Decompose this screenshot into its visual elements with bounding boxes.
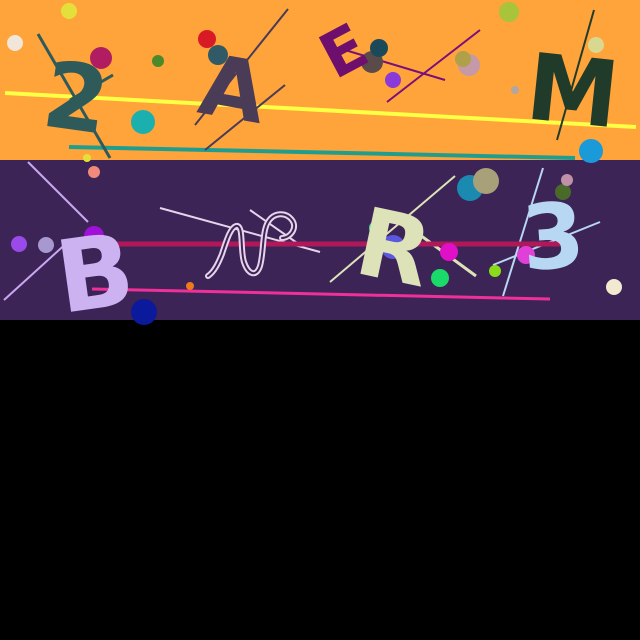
noise-dot (606, 279, 622, 295)
captcha-char-bottom-1: B (49, 210, 141, 336)
noise-dot (186, 282, 194, 290)
captcha-char-top-1: 2 (37, 41, 115, 156)
noise-dot (152, 55, 164, 67)
noise-dot (455, 51, 471, 67)
noise-dot (381, 235, 405, 259)
noise-dot (198, 30, 216, 48)
noise-line (502, 167, 544, 297)
noise-dot (208, 45, 228, 65)
noise-line (27, 161, 89, 223)
noise-line (204, 84, 286, 151)
noise-dot (489, 265, 501, 277)
top-panel-noise (4, 2, 637, 163)
noise-dot (499, 2, 519, 22)
noise-line (386, 29, 481, 103)
noise-dot (473, 168, 499, 194)
noise-dot (440, 243, 458, 261)
noise-dot (385, 72, 401, 88)
noise-dot (84, 226, 104, 246)
noise-dot (588, 37, 604, 53)
noise-line (91, 287, 551, 301)
empty-black-area (0, 320, 640, 640)
bottom-panel-noise (3, 161, 622, 325)
captcha-char-bottom-4: 3 (518, 183, 588, 292)
noise-dot (555, 184, 571, 200)
noise-dot (61, 3, 77, 19)
captcha-char-bottom-2: N (205, 211, 298, 279)
noise-line (3, 239, 71, 301)
noise-line (194, 8, 289, 126)
noise-line (69, 73, 114, 102)
captcha-char-bottom-2-stroke-inner (207, 213, 296, 277)
bottom-panel-characters: B N R 3 (49, 183, 588, 337)
noise-dot (38, 237, 54, 253)
noise-dot (431, 269, 449, 287)
noise-line (4, 91, 637, 129)
noise-dot (511, 86, 519, 94)
noise-line (249, 209, 301, 246)
noise-dot (90, 47, 112, 69)
noise-dot (369, 221, 383, 235)
noise-dot (561, 174, 573, 186)
noise-dot (7, 35, 23, 51)
noise-line (556, 9, 595, 141)
captcha-char-top-4: M (522, 33, 624, 149)
noise-line (68, 145, 576, 160)
noise-dot (517, 246, 535, 264)
noise-line (344, 49, 446, 81)
noise-dot (131, 110, 155, 134)
noise-dot (131, 299, 157, 325)
noise-dot (88, 166, 100, 178)
noise-dot (579, 139, 603, 163)
noise-dot (83, 154, 91, 162)
noise-line (329, 175, 456, 283)
noise-dot (370, 39, 388, 57)
noise-dot (11, 236, 27, 252)
top-panel-characters: 2 A E M (37, 9, 624, 156)
